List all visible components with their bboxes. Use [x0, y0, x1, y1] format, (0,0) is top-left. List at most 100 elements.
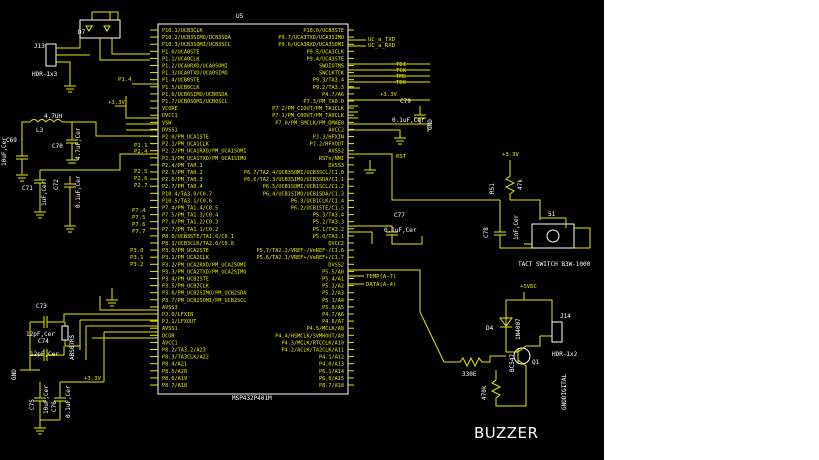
wire-buzzer-drive	[348, 269, 454, 363]
net-tx: UC_a_TXD	[368, 37, 396, 43]
c76-value: 0.1uF,Cer	[65, 385, 72, 418]
net-p25: P2.5	[134, 169, 147, 175]
d4-value: 1N4007	[515, 318, 522, 340]
mcu-right-pin-label: P9.4/UCA3STE	[307, 56, 344, 62]
mcu-right-pins: P10.0/UCB3STEP9.7/UCA3TXD/UCA3SIMOP9.6/U…	[244, 28, 354, 389]
mcu-part: MSP432P401M	[232, 395, 272, 402]
q1-label: Q1	[532, 359, 540, 366]
mcu-left-pin-label: PJ.1/LFXOUT	[162, 319, 196, 325]
c71-value: 1uF,Cer	[41, 180, 48, 206]
net-rx: UC_a_RXD	[368, 43, 396, 49]
c71-label: C71	[22, 185, 33, 192]
net-p75: P7.5	[132, 215, 145, 221]
mcu-right-pin-label: P4.7/A6	[322, 92, 344, 98]
j14-header: J14 HDR-1x2	[551, 313, 578, 358]
schematic-drawing: U5 MSP432P401M P10.1/UCB3CLKP10.2/UCB3SI…	[1, 11, 591, 442]
mcu-right-pin-label: P6.4/UCB1SIMO/UCB1SDA/C1.3	[263, 191, 344, 197]
mcu-left-pin-label: P3.2/PM_UCA2RXD/PM_UCA2SOMI	[162, 262, 246, 268]
mcu-right-pin-label: P7.3/PM_TA0.0	[303, 99, 344, 105]
s1-value: TACT SWITCH B3W-1000	[518, 261, 591, 268]
mcu-right-pin-label: P6.3/UCB1CLK/C1.4	[291, 198, 344, 204]
mcu-right-pin-label: P5.3/TA3.4	[313, 213, 344, 219]
mcu-right-pin-label: P4.3/MCLK/RTCCLK/A10	[282, 340, 344, 346]
c74-label: C74	[38, 338, 49, 345]
mcu-left-pin-label: P1.4/UCB0STE	[162, 78, 199, 84]
q1-transistor: Q1 BC547	[506, 336, 541, 390]
mcu-right-pin-label: P4.6/A7	[322, 319, 344, 325]
net-v33-bottom: +3.3V	[84, 376, 101, 382]
mcu-left-pin-label: P1.3/UCA0TXD/UCA0SIMO	[162, 71, 228, 77]
mcu-right-pin-label: P9.2/TA3.3	[313, 85, 344, 91]
c77-value: 0.1uF,Cer	[384, 227, 417, 234]
mcu-right-pin-label: P4.5/MCLK/A8	[307, 326, 344, 332]
mcu-left-pin-label: P3.5/PM_UCB2CLK	[162, 284, 210, 290]
mcu-right-pin-label: P9.7/UCA3TXD/UCA3SIMO	[278, 35, 344, 41]
d4-label: D4	[486, 325, 494, 332]
c72-value: 0.1uF,Cer	[75, 175, 82, 208]
mcu-right-pin-label: P4.1/A12	[319, 355, 344, 361]
mcu-right-pin-label: P6.0/A15	[319, 376, 344, 382]
c73-label: C73	[36, 303, 47, 310]
j13-header: J13 HDR-1x3	[32, 38, 90, 93]
c77-capacitor: C77 0.1uF,Cer	[348, 212, 423, 245]
net-tck: TCK	[396, 68, 407, 74]
y1-label: ABS07R5	[69, 334, 76, 360]
right-top-bus	[348, 39, 430, 119]
mcu-right-pin-label: P4.4/HSMCLK/SVMHOUT/A9	[275, 333, 344, 339]
r51-resistor: R51 47k	[489, 160, 524, 200]
mcu-right-pin-label: P8.7/A18	[319, 383, 344, 389]
mcu-left-pin-label: P10.3/UCB3SOMI/UCB3SCL	[162, 42, 231, 48]
c79-capacitor: C79 0.1uF,Cer GND	[348, 98, 434, 145]
mcu-left-pin-label: P7.7/PM_TA1.1/C0.2	[162, 227, 218, 233]
mcu-ref: U5	[236, 13, 244, 20]
c77-label: C77	[394, 212, 405, 219]
gnd-label-left: GND	[11, 369, 18, 380]
j14-label: J14	[560, 313, 571, 320]
base-resistor-value: 330E	[462, 371, 477, 378]
mcu-right-pin-label: P5.2/TA3.3	[313, 220, 344, 226]
c79-value: 0.1uF,Cer	[392, 117, 425, 124]
mcu-right-pin-label: DVSS3	[328, 163, 344, 169]
mcu-right-pin-label: RSTn/NMI	[319, 156, 344, 162]
mcu-left-pin-label: AVCC1	[162, 340, 178, 346]
mcu-left-pin-label: P10.5/TA3.1/C0.6	[162, 198, 212, 204]
j13-label: J13	[34, 43, 45, 50]
wire-5v	[505, 292, 553, 352]
wire-avss3	[99, 288, 158, 311]
mcu-right-pin-label: P5.0/TA3.1	[313, 234, 344, 240]
j14-header-label: HDR-1x2	[552, 351, 578, 358]
net-tdo: TDO	[396, 80, 407, 86]
c72-label: C72	[53, 179, 60, 190]
pot-resistor: 470k	[481, 370, 527, 407]
mcu-right-pin-label: P5.1/A4	[322, 298, 344, 304]
c73-capacitor: C73 12pF,Cer	[26, 303, 158, 355]
net-tms: TMS	[396, 74, 406, 80]
mcu-right-pin-label: P5.1/TA3.2	[313, 227, 344, 233]
mcu-left-pin-label: P8.7/A18	[162, 383, 187, 389]
c76-label: C76	[51, 401, 58, 412]
y1-crystal: ABS07R5	[61, 319, 158, 360]
mcu-right-pin-label: P5.4/A1	[322, 277, 344, 283]
wire-vcore	[115, 96, 158, 131]
mcu-right-pin-label: AVSS2	[328, 149, 344, 155]
c78-capacitor: C78 1nF,Cer	[483, 199, 590, 249]
net-p24: P2.4	[134, 149, 148, 155]
net-p26: P2.6	[134, 176, 147, 182]
mcu-left-pin-label: VSW	[162, 120, 172, 126]
mcu-left-pin-label: P7.5/PM_TA1.3/C0.4	[162, 213, 218, 219]
mcu-left-pin-label: P1.6/UCB0SIMO/UCB0SDA	[162, 92, 228, 98]
q1-value: BC547	[509, 354, 516, 372]
mcu-right-pin-label: P9.6/UCA3RXD/UCA3SOMI	[278, 42, 344, 48]
net-p30: P3.0	[130, 248, 143, 254]
mcu-right-pin-label: AVCC2	[328, 127, 344, 133]
mcu-left-pin-label: P8.3/TA3CLK/A22	[162, 355, 209, 361]
c74-capacitor: C74 12pF,Cer	[20, 325, 158, 371]
net-v33-r51: +3.3V	[502, 152, 519, 158]
c78-label: C78	[483, 227, 490, 238]
c72-capacitor: C72 0.1uF,Cer	[40, 153, 158, 233]
mcu-left-pin-label: P2.7/PM_TA0.4	[162, 184, 203, 190]
mcu-left-pin-label: P8.1/UCB3CLK/TA2.0/C0.0	[162, 241, 234, 247]
net-p31: P3.1	[130, 255, 143, 261]
c69-label: C69	[6, 137, 17, 144]
